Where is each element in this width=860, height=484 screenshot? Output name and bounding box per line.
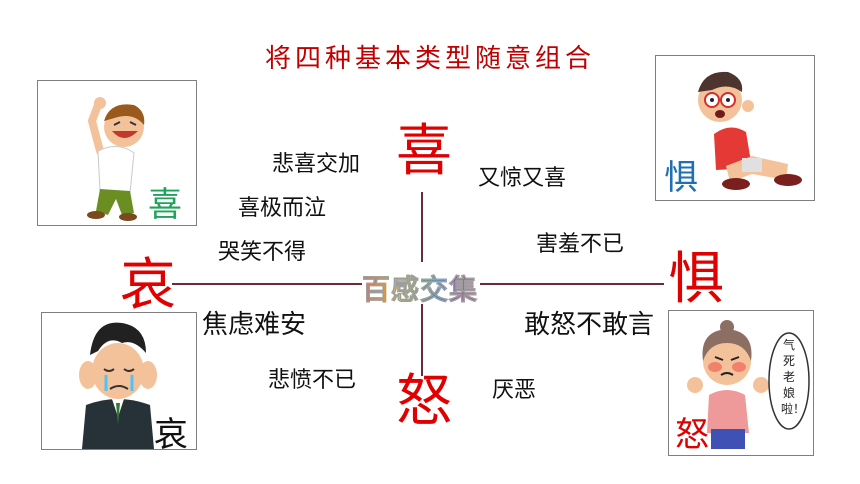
- card-sad-label: 哀: [154, 415, 188, 450]
- phrase-upper-left-1: 悲喜交加: [272, 152, 361, 177]
- angry-girl-illustration: [687, 320, 810, 449]
- axis-char-joy: 喜: [396, 119, 452, 184]
- phrase-upper-right-2: 害羞不已: [536, 232, 625, 257]
- phrase-upper-left-3: 哭笑不得: [218, 240, 307, 265]
- card-happy-label: 喜: [148, 185, 182, 225]
- card-fear-label: 惧: [664, 158, 698, 198]
- phrase-lower-right-2: 厌恶: [492, 378, 537, 403]
- happy-boy-illustration: [87, 97, 145, 221]
- phrase-lower-left-1: 焦虑难安: [202, 310, 307, 340]
- card-angry: 气死老娘啦！ 怒: [668, 310, 814, 456]
- card-angry-label: 怒: [675, 415, 709, 455]
- phrase-upper-left-2: 喜极而泣: [238, 196, 327, 221]
- phrase-lower-left-2: 悲愤不已: [268, 368, 357, 393]
- axis-char-anger: 怒: [396, 369, 452, 434]
- center-label: 百感交集: [362, 268, 478, 308]
- card-fear: 惧: [655, 55, 815, 201]
- crying-man-illustration: [79, 322, 157, 449]
- page-title: 将四种基本类型随意组合: [264, 44, 595, 74]
- axis-char-fear: 惧: [668, 247, 724, 312]
- phrase-upper-right-1: 又惊又喜: [478, 166, 567, 191]
- phrase-lower-right-1: 敢怒不敢言: [524, 310, 655, 340]
- card-sad: 哀: [41, 312, 197, 450]
- scared-boy-illustration: [698, 71, 802, 190]
- angry-speech-bubble-text: 气死老娘啦！: [781, 338, 806, 416]
- axis-char-sorrow: 哀: [120, 253, 176, 318]
- card-happy: 喜: [37, 80, 197, 226]
